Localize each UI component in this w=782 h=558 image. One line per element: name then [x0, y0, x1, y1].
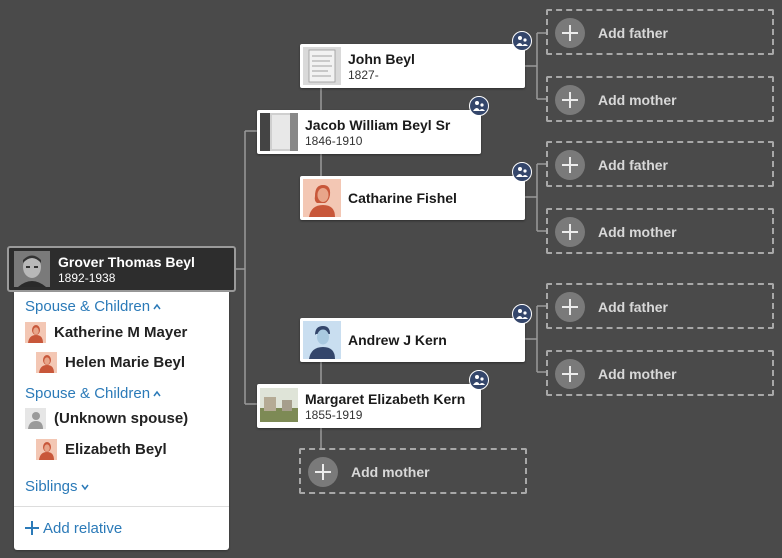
family-group-icon[interactable] [512, 31, 532, 51]
portrait-photo-icon [14, 251, 50, 287]
maternal-grandfather-name: Andrew J Kern [348, 332, 447, 348]
child-name: Helen Marie Beyl [65, 354, 186, 371]
root-person-card[interactable]: Grover Thomas Beyl 1892-1938 [7, 246, 236, 292]
add-mother-button[interactable]: Add mother [546, 76, 774, 122]
siblings-toggle[interactable]: Siblings [25, 478, 89, 495]
add-plus-icon [555, 150, 585, 180]
family-group-icon[interactable] [512, 162, 532, 182]
add-plus-icon [308, 457, 338, 487]
add-father-button[interactable]: Add father [546, 283, 774, 329]
document-photo-icon [303, 47, 341, 85]
person-card-mother[interactable]: Margaret Elizabeth Kern 1855-1919 [257, 384, 481, 428]
panel-divider [14, 506, 229, 507]
add-mother-label: Add mother [598, 224, 677, 240]
spouse-children-toggle[interactable]: Spouse & Children [25, 298, 161, 315]
spouse-name: Katherine M Mayer [54, 324, 188, 341]
add-plus-icon [555, 18, 585, 48]
add-relative-button[interactable]: Add relative [25, 519, 122, 537]
family-group-icon[interactable] [512, 304, 532, 324]
add-father-label: Add father [598, 299, 668, 315]
add-plus-icon [555, 217, 585, 247]
female-silhouette-icon [36, 352, 57, 373]
paternal-grandfather-name: John Beyl [348, 51, 415, 67]
paternal-grandfather-dates: 1827- [348, 68, 379, 82]
female-silhouette-icon [25, 322, 46, 343]
mother-name: Margaret Elizabeth Kern [305, 391, 466, 407]
add-father-button[interactable]: Add father [546, 141, 774, 187]
person-card-father[interactable]: Jacob William Beyl Sr 1846-1910 [257, 110, 481, 154]
add-mother-label: Add mother [598, 92, 677, 108]
headstone-photo-icon [260, 388, 298, 422]
person-card-paternal-grandmother[interactable]: Catharine Fishel [300, 176, 525, 220]
chevron-up-icon [153, 390, 161, 397]
add-mother-button[interactable]: Add mother [546, 208, 774, 254]
female-silhouette-icon [303, 179, 341, 217]
female-silhouette-icon [36, 439, 57, 460]
child-name: Elizabeth Beyl [65, 441, 167, 458]
chevron-down-icon [80, 484, 89, 491]
father-dates: 1846-1910 [305, 134, 363, 148]
add-father-label: Add father [598, 25, 668, 41]
add-mother-label: Add mother [598, 366, 677, 382]
add-plus-icon [555, 292, 585, 322]
spouse-children-toggle[interactable]: Spouse & Children [25, 385, 161, 402]
siblings-label: Siblings [25, 478, 78, 495]
spouse-name: (Unknown spouse) [54, 410, 189, 427]
person-card-maternal-grandfather[interactable]: Andrew J Kern [300, 318, 525, 362]
root-person-name: Grover Thomas Beyl [58, 254, 195, 270]
document-photo-icon [260, 113, 298, 151]
person-card-paternal-grandfather[interactable]: John Beyl 1827- [300, 44, 525, 88]
father-name: Jacob William Beyl Sr [305, 117, 451, 133]
add-plus-icon [555, 359, 585, 389]
unknown-person-icon [25, 408, 46, 429]
mother-dates: 1855-1919 [305, 408, 363, 422]
add-relative-label: Add relative [43, 520, 123, 537]
spouse-children-label: Spouse & Children [25, 385, 151, 402]
add-father-label: Add father [598, 157, 668, 173]
family-panel: Spouse & Children Katherine M Mayer Hele… [14, 292, 229, 550]
paternal-grandmother-name: Catharine Fishel [348, 190, 457, 206]
spouse-children-label: Spouse & Children [25, 298, 151, 315]
add-father-button[interactable]: Add father [546, 9, 774, 55]
chevron-up-icon [153, 303, 161, 310]
add-plus-icon [555, 85, 585, 115]
add-mother-button[interactable]: Add mother [299, 448, 527, 494]
add-mother-label: Add mother [351, 464, 430, 480]
plus-icon [25, 521, 39, 535]
male-silhouette-icon [303, 321, 341, 359]
family-group-icon[interactable] [469, 96, 489, 116]
add-mother-button[interactable]: Add mother [546, 350, 774, 396]
root-person-dates: 1892-1938 [58, 271, 116, 285]
family-group-icon[interactable] [469, 370, 489, 390]
